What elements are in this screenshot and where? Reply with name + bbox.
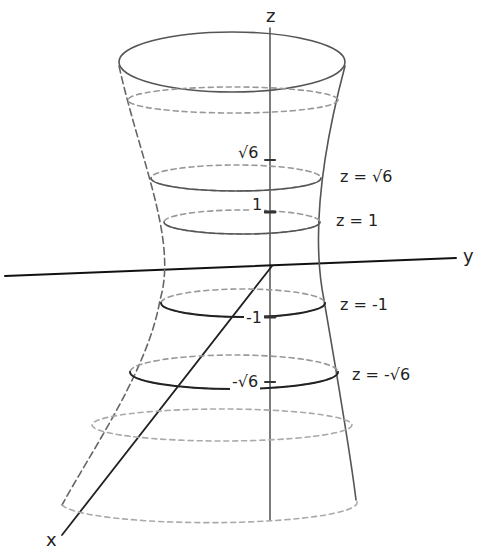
level-label: z = √6 [338, 168, 394, 186]
level-label: z = -1 [338, 296, 390, 314]
tick-label: 1 [250, 196, 264, 214]
level-label: z = -√6 [350, 366, 412, 384]
axis-label: y [461, 246, 476, 266]
tick-label: -√6 [230, 373, 260, 391]
axis-label: z [264, 6, 277, 26]
tick-label: -1 [244, 309, 264, 327]
axis-label: x [44, 530, 59, 550]
level-label: z = 1 [334, 212, 380, 230]
tick-label: √6 [236, 144, 260, 162]
